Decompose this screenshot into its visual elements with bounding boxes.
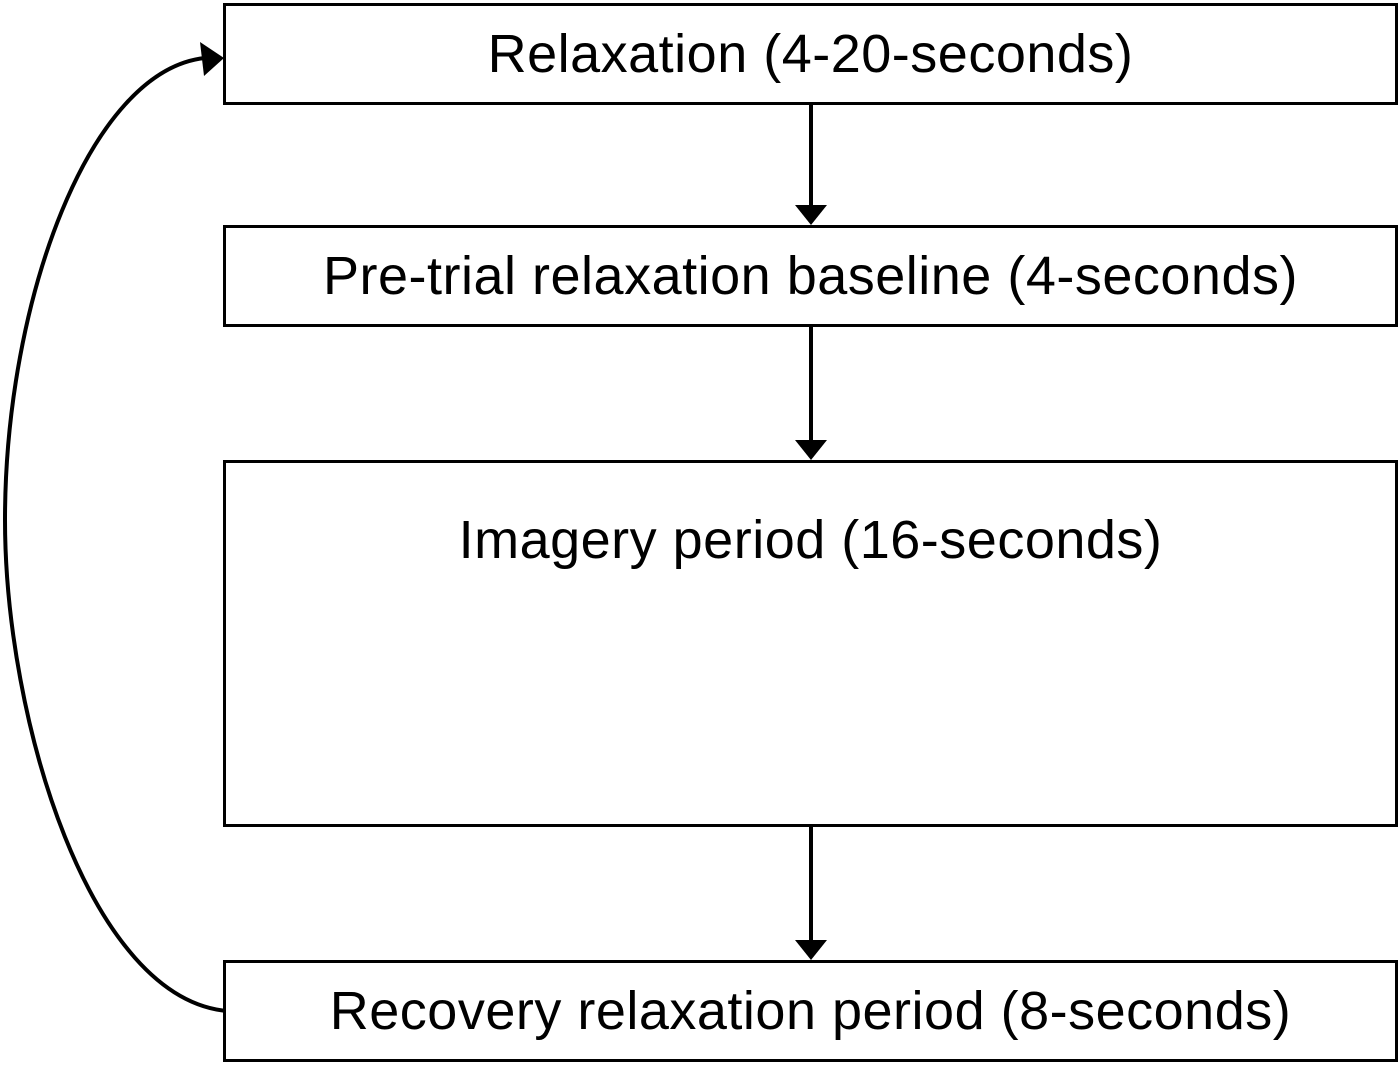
arrow-relaxation-to-pretrial: [795, 105, 827, 225]
step-recovery-period-label: Recovery relaxation period (8-seconds): [329, 981, 1292, 1041]
step-imagery-period-label: Imagery period (16-seconds): [458, 510, 1163, 570]
step-relaxation-label: Relaxation (4-20-seconds): [487, 24, 1134, 84]
arrow-recovery-to-relaxation-loop: [2, 42, 229, 1013]
step-relaxation: Relaxation (4-20-seconds): [223, 3, 1398, 105]
step-pretrial-baseline: Pre-trial relaxation baseline (4-seconds…: [223, 225, 1398, 327]
step-imagery-period: Imagery period (16-seconds): [223, 460, 1398, 827]
arrow-imagery-to-recovery: [795, 827, 827, 960]
step-recovery-period: Recovery relaxation period (8-seconds): [223, 960, 1398, 1062]
step-pretrial-baseline-label: Pre-trial relaxation baseline (4-seconds…: [323, 246, 1298, 306]
arrow-pretrial-to-imagery: [795, 327, 827, 460]
